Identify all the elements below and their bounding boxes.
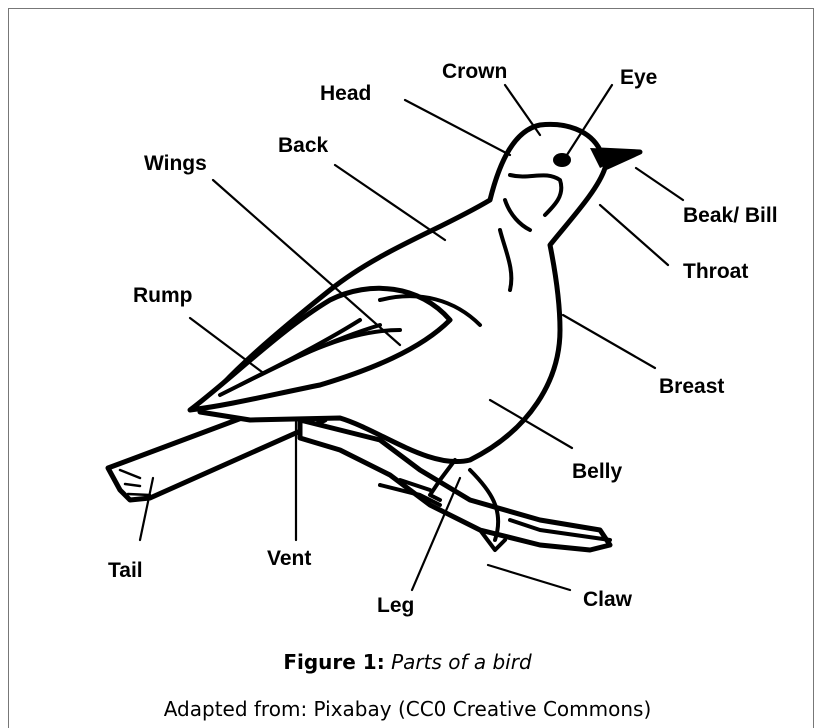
label-back: Back: [278, 134, 329, 157]
bird-diagram: Crown Head Eye Back Wings Beak/ Bill Thr…: [0, 0, 815, 640]
label-leg: Leg: [377, 594, 414, 617]
figure-number: Figure 1:: [283, 650, 384, 674]
figure-caption: Figure 1: Parts of a bird: [0, 650, 815, 674]
figure-source: Adapted from: Pixabay (CC0 Creative Comm…: [0, 697, 815, 721]
label-crown: Crown: [442, 60, 507, 83]
label-claw: Claw: [583, 588, 633, 611]
label-belly: Belly: [572, 460, 623, 483]
label-rump: Rump: [133, 284, 193, 307]
label-head: Head: [320, 82, 371, 105]
label-vent: Vent: [267, 547, 311, 570]
label-wings: Wings: [144, 152, 207, 175]
label-throat: Throat: [683, 260, 748, 283]
figure-title: Parts of a bird: [391, 650, 532, 674]
label-beak: Beak/ Bill: [683, 204, 778, 227]
bird-illustration: [108, 124, 640, 550]
label-eye: Eye: [620, 66, 657, 89]
bird-eye: [553, 153, 571, 167]
label-tail: Tail: [108, 559, 143, 582]
label-breast: Breast: [659, 375, 724, 398]
bird-body: [200, 124, 640, 461]
